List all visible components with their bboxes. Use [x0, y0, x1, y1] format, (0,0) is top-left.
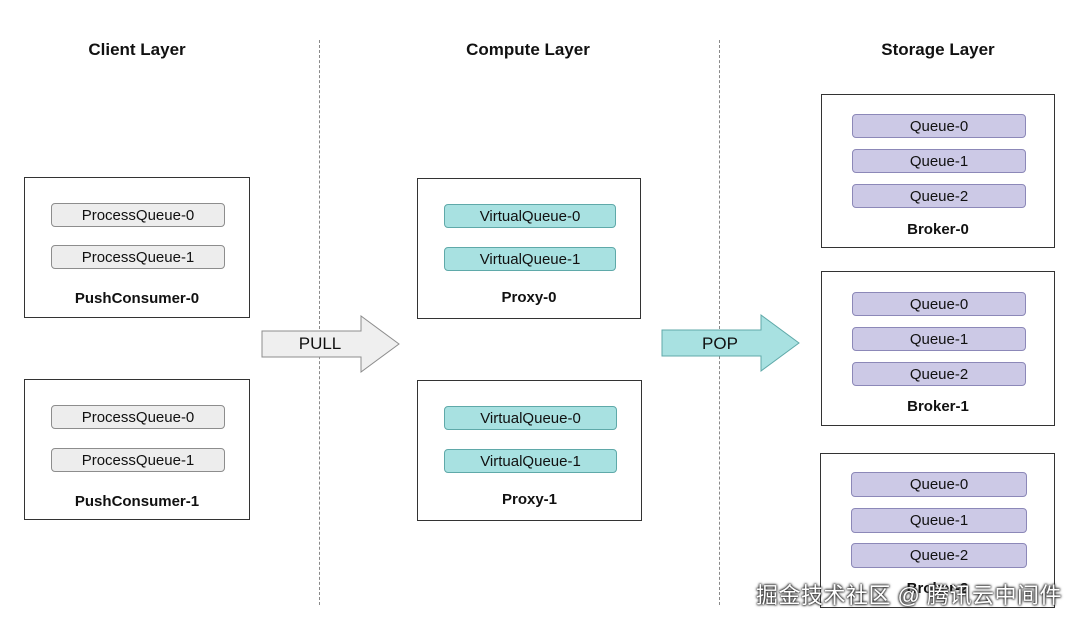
- broker-queue: Queue-0: [851, 472, 1027, 497]
- pull-arrow: [261, 315, 400, 373]
- storage-layer-title: Storage Layer: [881, 40, 995, 59]
- broker-queue: Queue-2: [852, 184, 1026, 208]
- proxy-box: VirtualQueue-0 VirtualQueue-1 Proxy-1: [417, 380, 642, 521]
- broker-queue: Queue-0: [852, 292, 1026, 316]
- pop-arrow: [661, 314, 800, 372]
- client-compute-divider: [319, 40, 320, 605]
- broker-queue: Queue-2: [851, 543, 1027, 568]
- compute-storage-divider: [719, 40, 720, 605]
- proxy-label: Proxy-0: [501, 289, 557, 306]
- broker-label: Broker-1: [907, 398, 969, 415]
- broker-label: Broker-0: [907, 221, 969, 238]
- watermark: 掘金技术社区 @ 腾讯云中间件: [755, 583, 1062, 608]
- client-layer-title: Client Layer: [88, 40, 186, 59]
- compute-layer-title: Compute Layer: [466, 40, 590, 59]
- virtual-queue: VirtualQueue-1: [444, 247, 616, 271]
- broker-queue: Queue-1: [852, 149, 1026, 173]
- proxy-box: VirtualQueue-0 VirtualQueue-1 Proxy-0: [417, 178, 641, 319]
- process-queue: ProcessQueue-0: [51, 203, 225, 227]
- broker-label: Broker-2: [906, 580, 969, 597]
- broker-queue: Queue-1: [852, 327, 1026, 351]
- push-consumer-label: PushConsumer-1: [74, 493, 200, 510]
- push-consumer-box: ProcessQueue-0 ProcessQueue-1 PushConsum…: [24, 177, 250, 318]
- push-consumer-box: ProcessQueue-0 ProcessQueue-1 PushConsum…: [24, 379, 250, 520]
- virtual-queue: VirtualQueue-1: [444, 449, 617, 473]
- virtual-queue: VirtualQueue-0: [444, 406, 617, 430]
- broker-box: Queue-0 Queue-1 Queue-2 Broker-1: [821, 271, 1055, 426]
- pull-arrow-label: PULL: [298, 334, 342, 353]
- broker-queue: Queue-1: [851, 508, 1027, 533]
- pop-arrow-label: POP: [702, 334, 738, 353]
- broker-box: Queue-0 Queue-1 Queue-2 Broker-0: [821, 94, 1055, 248]
- broker-box: Queue-0 Queue-1 Queue-2 Broker-2: [820, 453, 1055, 608]
- process-queue: ProcessQueue-0: [51, 405, 225, 429]
- proxy-label: Proxy-1: [501, 491, 558, 508]
- process-queue: ProcessQueue-1: [51, 448, 225, 472]
- process-queue: ProcessQueue-1: [51, 245, 225, 269]
- push-consumer-label: PushConsumer-0: [74, 290, 200, 307]
- broker-queue: Queue-2: [852, 362, 1026, 386]
- virtual-queue: VirtualQueue-0: [444, 204, 616, 228]
- broker-queue: Queue-0: [852, 114, 1026, 138]
